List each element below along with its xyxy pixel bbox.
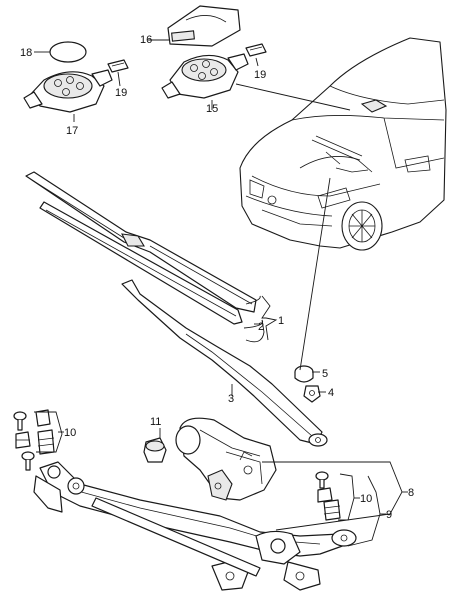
- callout-11: 11: [150, 416, 161, 428]
- grommet-10-left: [15, 431, 31, 449]
- callout-3: 3: [228, 393, 234, 405]
- connector-19-right: [245, 43, 267, 57]
- cap-5: [294, 365, 314, 383]
- callout-1: 1: [278, 315, 284, 327]
- rubber-buffer-11: [143, 437, 167, 463]
- bushing-10-right: [323, 499, 341, 521]
- callout-4: 4: [328, 387, 334, 399]
- wiper-blade-1: [25, 171, 257, 313]
- wiper-arm-3: [121, 279, 328, 447]
- callout-2: 2: [258, 321, 264, 333]
- rain-sensor-15: [161, 53, 249, 99]
- screw-10-right-a: [315, 471, 329, 489]
- callout-19-left: 19: [115, 87, 127, 99]
- cover-16: [167, 5, 241, 47]
- sealing-ring-18: [49, 41, 87, 63]
- connector-19-left: [107, 59, 129, 73]
- vehicle-front-wheel: [341, 201, 383, 251]
- rain-sensor-housing-17: [23, 69, 113, 113]
- linkage-frame: [33, 461, 357, 591]
- wiper-blade-2: [39, 201, 243, 325]
- bushing-10-left-a: [35, 409, 51, 427]
- callout-16: 16: [140, 34, 152, 46]
- vehicle-sensor-location: [360, 99, 388, 113]
- callout-18: 18: [20, 47, 32, 59]
- callout-labels: 16 18 19 17 19 15 1 2 3 5 4 11 10 8 10 9: [20, 34, 414, 521]
- callout-17: 17: [66, 125, 78, 137]
- callout-19-right: 19: [254, 69, 266, 81]
- callout-5: 5: [322, 368, 328, 380]
- callout-9: 9: [386, 509, 392, 521]
- callout-10-right: 10: [360, 493, 372, 505]
- callout-8: 8: [408, 487, 414, 499]
- grommet-10-right: [317, 487, 333, 503]
- callout-10-left: 10: [64, 427, 76, 439]
- screw-10-left-b: [21, 451, 35, 471]
- leader-lines: [34, 39, 408, 547]
- callout-15: 15: [206, 103, 218, 115]
- screw-10-left-a: [13, 411, 27, 431]
- wiper-motor: [175, 417, 277, 501]
- nut-4: [303, 385, 321, 403]
- bushing-10-left-b: [37, 429, 55, 455]
- vehicle-outline: [239, 37, 447, 249]
- vehicle-wiper-location: [311, 135, 373, 173]
